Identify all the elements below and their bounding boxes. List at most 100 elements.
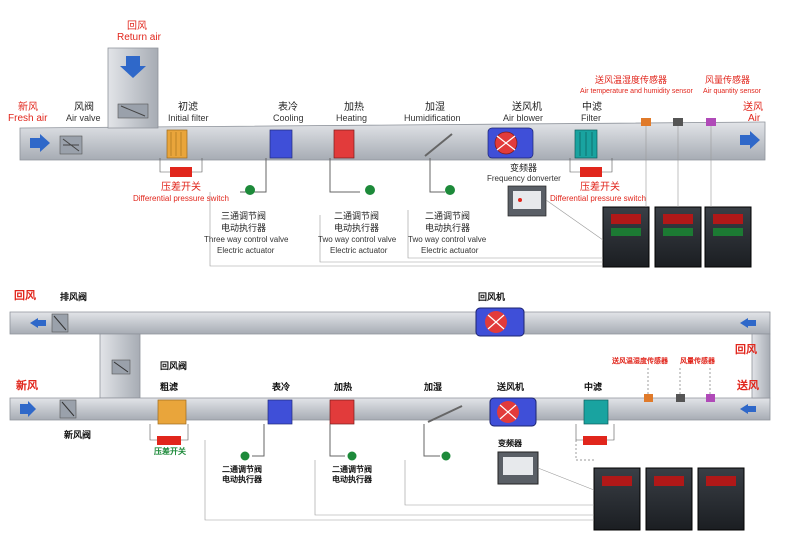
bot-fresh-arrow: [20, 401, 36, 417]
top-humidifier: [424, 133, 453, 157]
top-heating-coil: [333, 129, 355, 159]
top-dps-2: [580, 167, 602, 177]
initial-filter-en: Initial filter: [168, 113, 209, 123]
bot-dps-2: [583, 436, 607, 445]
air-valve-en: Air valve: [66, 113, 101, 123]
bot-coarse-filter-label: 粗滤: [160, 383, 179, 393]
bot-valve1-l2: 电动执行器: [222, 475, 262, 484]
return-air-en: Return air: [117, 32, 161, 43]
twoway2-en1: Two way control valve: [408, 235, 487, 244]
top-return-arrow: [120, 56, 146, 78]
heating-zh: 加热: [344, 102, 364, 113]
top-valve-2: [365, 185, 375, 195]
bot-cooling-coil: [267, 399, 293, 425]
bot-freq-label: 变频器: [498, 439, 522, 448]
bot-mid-filter: [583, 399, 609, 425]
air-valve-zh: 风阀: [74, 102, 94, 113]
twoway1-en2: Electric actuator: [330, 246, 388, 255]
cooling-zh: 表冷: [278, 102, 298, 113]
bot-dps-1: [157, 436, 181, 445]
twoway2-en2: Electric actuator: [421, 246, 479, 255]
bot-coarse-filter: [157, 399, 187, 425]
top-valve-1: [245, 185, 255, 195]
dps-zh: 压差开关: [161, 182, 201, 193]
qty-sensor-en: Air quantity sensor: [703, 88, 761, 95]
bot-exhaust-damper-label: 排风阀: [60, 293, 88, 303]
twoway1-zh1: 二通调节阀: [334, 211, 380, 221]
humid-en: Humidification: [404, 113, 461, 123]
bot-humid-label: 加湿: [424, 383, 443, 393]
cooling-en: Cooling: [273, 113, 304, 123]
bot-valve2-l2: 电动执行器: [332, 475, 372, 484]
filter-zh: 中滤: [582, 102, 602, 113]
twoway1-en1: Two way control valve: [318, 235, 397, 244]
twoway1-zh2: 电动执行器: [334, 223, 380, 233]
bot-fresh-air: 新风: [16, 380, 38, 392]
bot-valve-1: [240, 451, 250, 461]
bot-blower-label: 送风机: [497, 383, 525, 393]
bot-return-damper-label: 回风阀: [160, 362, 188, 372]
top-fresh-arrow: [30, 134, 50, 152]
bot-return-air-right: 回风: [735, 344, 757, 356]
bot-sensor-1: [644, 394, 653, 402]
bot-humidifier: [427, 405, 463, 423]
bot-cooling-label: 表冷: [272, 383, 291, 393]
top-sensor-2: [673, 118, 683, 126]
dps-en: Differential pressure switch: [133, 194, 229, 203]
dps2-en: Differential pressure switch: [550, 194, 646, 203]
freq-zh: 变频器: [510, 163, 538, 173]
fresh-air-zh: 新风: [18, 102, 38, 113]
supply-en: Air: [748, 113, 761, 124]
bot-heating-label: 加热: [334, 383, 353, 393]
threeway-en2: Electric actuator: [217, 246, 275, 255]
bot-temp-sensor-label: 送风温湿度传感器: [612, 357, 668, 365]
dps2-zh: 压差开关: [580, 182, 620, 193]
qty-sensor-zh: 风量传感器: [705, 75, 751, 85]
twoway2-zh1: 二通调节阀: [425, 211, 471, 221]
bot-qty-sensor-label: 风量传感器: [680, 357, 715, 365]
freq-en: Frequency donverter: [487, 174, 561, 183]
top-initial-filter: [166, 129, 188, 159]
bot-return-air: 回风: [14, 290, 36, 302]
bot-valve1-l1: 二通调节阀: [222, 465, 262, 474]
bot-supply-air: 送风: [737, 380, 759, 392]
threeway-en1: Three way control valve: [204, 235, 289, 244]
top-sensor-1: [641, 118, 651, 126]
top-supply-arrow: [740, 131, 760, 149]
threeway-zh1: 三通调节阀: [221, 211, 267, 221]
bot-supply-duct: [9, 397, 771, 421]
bot-supply-arrow: [740, 404, 756, 414]
filter-en: Filter: [581, 113, 601, 123]
humid-zh: 加湿: [425, 102, 445, 113]
top-valve-3: [445, 185, 455, 195]
bot-sensor-3: [706, 394, 715, 402]
bot-return-duct: [9, 311, 771, 335]
bot-fresh-damper-label: 新风阀: [64, 431, 92, 441]
bot-dps-label: 压差开关: [154, 447, 186, 456]
supply-zh: 送风: [743, 102, 763, 113]
initial-filter-zh: 初滤: [178, 102, 198, 113]
twoway2-zh2: 电动执行器: [425, 223, 471, 233]
blower-zh: 送风机: [512, 102, 542, 113]
heating-en: Heating: [336, 113, 368, 123]
bot-sensor-2: [676, 394, 685, 402]
bot-return-fan-label: 回风机: [478, 293, 506, 303]
bot-return-arrow-right: [740, 318, 756, 328]
threeway-zh2: 电动执行器: [221, 223, 267, 233]
bot-valve-2: [347, 451, 357, 461]
bot-heating-coil: [329, 399, 355, 425]
top-cooling-coil: [269, 129, 293, 159]
bot-valve-3: [441, 451, 451, 461]
bot-right-duct: [751, 333, 771, 399]
bot-return-arrow-left: [30, 318, 46, 328]
fresh-air-en: Fresh air: [8, 113, 48, 124]
blower-en: Air blower: [503, 113, 544, 123]
bot-valve2-l1: 二通调节阀: [332, 465, 372, 474]
bot-mid-filter-label: 中滤: [584, 383, 603, 393]
temp-sensor-en: Air temperature and humidity sensor: [580, 88, 693, 95]
top-dps-1: [170, 167, 192, 177]
return-air-zh: 回风: [127, 21, 147, 32]
top-sensor-3: [706, 118, 716, 126]
temp-sensor-zh: 送风温湿度传感器: [595, 75, 668, 85]
